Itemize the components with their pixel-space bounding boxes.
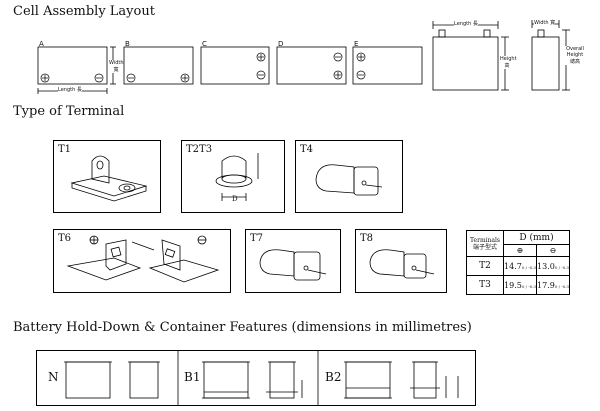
height-label: Height 高 (500, 56, 517, 69)
table-cell-pos-tol: 0 / -0.3 (521, 264, 536, 270)
terminal-d-label: D (232, 195, 238, 203)
layout-label-d: D (278, 40, 284, 48)
table-cell-pos: 14.7 (504, 261, 522, 271)
table-row: T3 19.50 / -0.3 17.90 / -0.3 (466, 275, 570, 295)
table-cell-pos: 19.5 (504, 280, 522, 290)
length-label-a: Length 長 (58, 86, 82, 93)
terminal-t8-label: T8 (360, 233, 374, 244)
terminal-t7-drawing (259, 249, 327, 281)
table-cell-neg: 13.0 (537, 261, 555, 271)
terminal-dimension-table: Terminals 端子型式 D (mm) ⊕ ⊖ T2 14.70 / -0.… (466, 230, 570, 295)
terminal-t2t3-drawing (215, 153, 259, 201)
terminal-t2t3-label: T2T3 (186, 144, 213, 155)
terminal-t6-label: T6 (58, 233, 72, 244)
width-label-a: Width 寬 (109, 60, 124, 73)
length-label-side: Length 長 (454, 20, 478, 27)
terminal-t1-box: T1 (53, 140, 161, 213)
layout-e-box (352, 46, 423, 85)
table-cell-pos-tol: 0 / -0.3 (521, 283, 536, 289)
overall-height-label: Overall Height 總高 (562, 46, 588, 65)
layout-label-e: E (354, 40, 359, 48)
holddown-label-n: N (48, 370, 59, 384)
width-label-end: Width 寬 (534, 19, 556, 26)
terminal-t8-drawing (369, 249, 435, 279)
section-title-cell-layout: Cell Assembly Layout (13, 4, 155, 19)
layout-d-box (276, 46, 347, 85)
terminal-t7-label: T7 (250, 233, 264, 244)
terminal-t8-box: T8 (355, 229, 447, 293)
holddown-label-b2: B2 (325, 370, 342, 384)
terminal-t4-drawing (315, 164, 383, 196)
terminal-t4-label: T4 (300, 144, 314, 155)
layout-label-b: B (125, 40, 130, 48)
table-cell-neg-tol: 0 / -0.3 (554, 264, 569, 270)
terminal-t7-box: T7 (245, 229, 341, 293)
terminal-t4-box: T4 (295, 140, 403, 213)
holddown-label-b1: B1 (184, 370, 201, 384)
table-header-terminals: Terminals 端子型式 (466, 230, 504, 257)
holddown-frame (36, 350, 476, 406)
layout-c-box (200, 46, 270, 85)
layout-label-a: A (39, 40, 44, 48)
layout-label-c: C (202, 40, 207, 48)
table-row: T2 14.70 / -0.3 13.00 / -0.3 (466, 256, 570, 276)
side-view-box (432, 36, 499, 91)
terminal-t2t3-box: T2T3 D (181, 140, 285, 213)
section-title-terminal-type: Type of Terminal (13, 104, 125, 119)
terminal-t6-box: T6 (53, 229, 231, 293)
section-title-holddown: Battery Hold-Down & Container Features (… (13, 320, 472, 335)
layout-b-box (123, 46, 194, 85)
terminal-t1-drawing (70, 155, 148, 202)
table-cell-neg: 17.9 (537, 280, 555, 290)
terminal-t6-drawing (66, 235, 220, 283)
table-cell-neg-tol: 0 / -0.3 (554, 283, 569, 289)
terminal-t1-label: T1 (58, 144, 72, 155)
end-view-box (531, 36, 560, 91)
layout-a-box (37, 46, 108, 85)
